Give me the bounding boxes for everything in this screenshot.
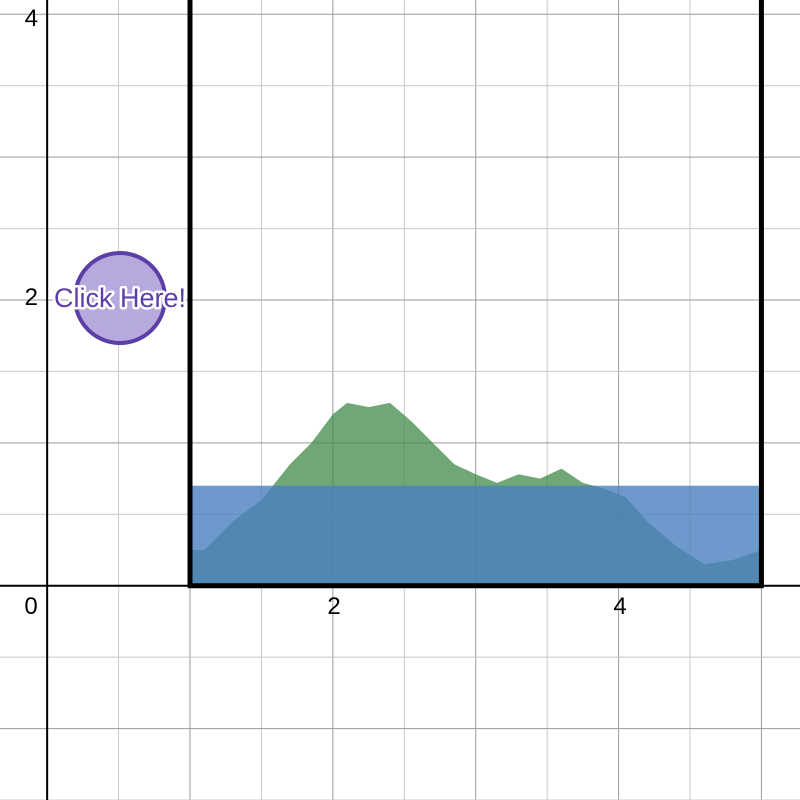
fill-layer <box>190 402 762 586</box>
x-tick-label-4: 4 <box>613 593 626 620</box>
x-tick-label-2: 2 <box>327 593 340 620</box>
x-tick-label-0: 0 <box>24 593 37 620</box>
tank-walls <box>187 0 764 589</box>
click-here-label-halo: Click Here! <box>54 283 186 313</box>
water-area <box>190 485 762 586</box>
y-tick-label-4: 4 <box>25 5 38 32</box>
click-here-button[interactable]: Click Here! Click Here! <box>51 251 189 345</box>
y-tick-label-2: 2 <box>25 284 38 311</box>
click-here-circle[interactable] <box>73 251 167 345</box>
click-here-label: Click Here! <box>54 283 186 313</box>
tick-labels: 0 2 4 4 2 <box>24 5 626 620</box>
